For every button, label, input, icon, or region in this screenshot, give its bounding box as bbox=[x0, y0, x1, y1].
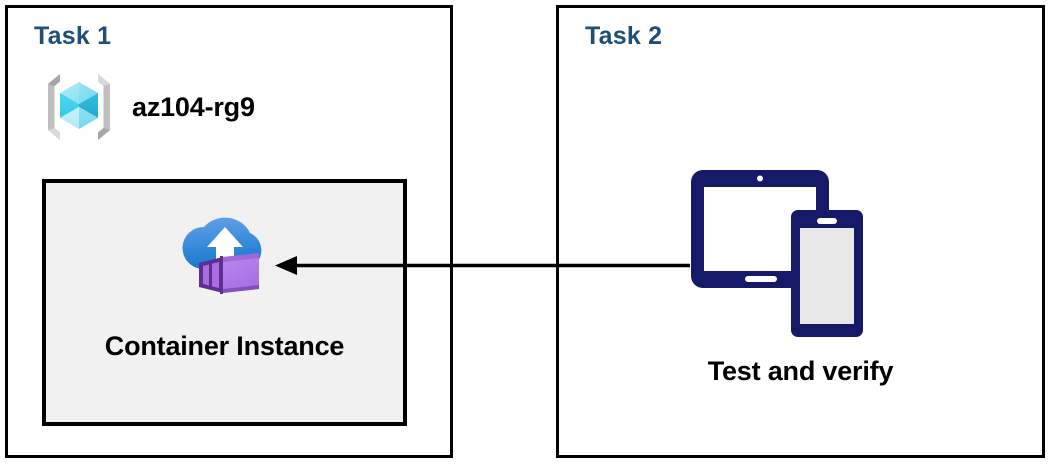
panel-task-2: Task 2 Test and verify bbox=[556, 5, 1045, 458]
resource-group-row: az104-rg9 bbox=[40, 68, 255, 146]
resource-group-label: az104-rg9 bbox=[132, 91, 255, 122]
devices-label: Test and verify bbox=[707, 356, 894, 386]
azure-resource-group-icon bbox=[40, 68, 118, 146]
container-instance-label: Container Instance bbox=[104, 331, 345, 361]
panel-task-1: Task 1 bbox=[5, 5, 453, 458]
panel-task-1-title: Task 1 bbox=[34, 22, 112, 50]
panel-task-2-title: Task 2 bbox=[585, 22, 663, 50]
container-instance-box: Container Instance bbox=[42, 179, 407, 426]
